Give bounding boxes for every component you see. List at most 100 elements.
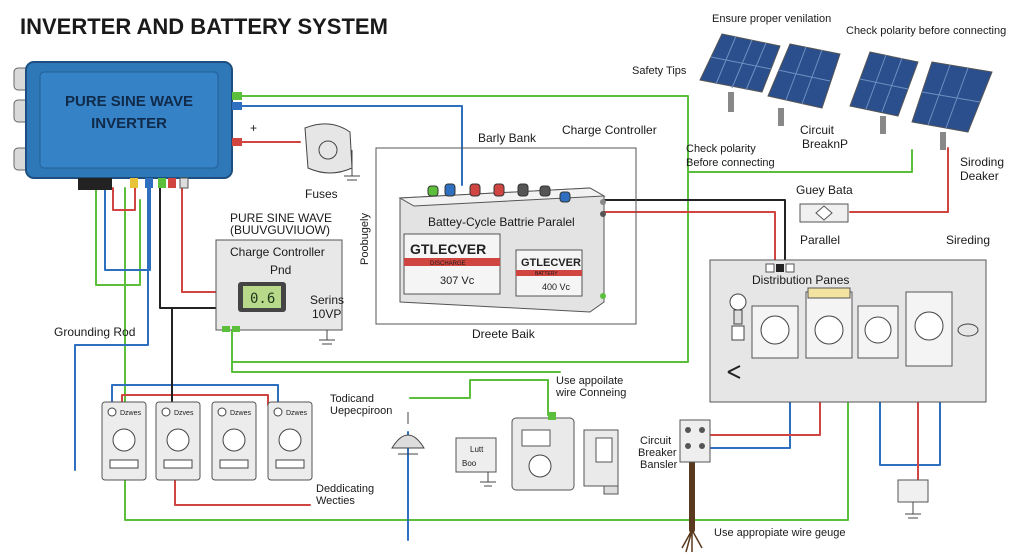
serins-line1: Serins — [310, 293, 344, 307]
outlet-4-label: Dzwes — [286, 410, 308, 417]
poobugely-label: Poobugely — [359, 213, 371, 265]
dedicating-line1: Deddicating — [316, 483, 374, 495]
distribution-panes-label: Distribution Panes — [752, 273, 849, 287]
green-wire-cc — [231, 329, 561, 373]
cc-lcd-readout: 0.6 — [250, 291, 275, 307]
use-appropriate-bottom-label: Use appropiate wire geuge — [714, 527, 845, 539]
circuit-breaker-top-line1: Circuit — [800, 123, 835, 137]
charge-controller-top-label: Charge Controller — [562, 123, 657, 137]
blue-wire-ground — [74, 187, 149, 471]
page-title: INVERTER AND BATTERY SYSTEM — [20, 14, 388, 39]
grounding-rod-label: Grounding Rod — [54, 325, 135, 339]
cc-header-line2: (BUUVGUVIUOW) — [230, 223, 330, 237]
ventilation-label: Ensure proper venilation — [712, 13, 831, 25]
inverter-label-line1: PURE SINE WAVE — [65, 93, 193, 110]
charge-controller: PURE SINE WAVE (BUUVGUVIUOW) Charge Cont… — [215, 211, 343, 332]
red-wire-outlets — [121, 394, 269, 406]
battery-2-brand: GTLECVER — [521, 257, 581, 269]
blue-wire-outlets — [111, 384, 279, 406]
battery-1: GTLECVER DISCHARGE 307 Vc — [403, 233, 501, 295]
battery-bank: Battey-Cycle Battrie Paralel GTLECVER DI… — [398, 183, 606, 313]
red-wire-cc — [181, 187, 217, 293]
guey-bata-label: Guey Bata — [796, 183, 853, 197]
fuses-label: Fuses — [305, 187, 338, 201]
sirding-dealer-line2: Deaker — [960, 169, 999, 183]
light-fixture — [391, 412, 425, 455]
inverter-plus-terminal: + — [250, 121, 257, 135]
red-wire-bottom — [174, 479, 311, 506]
outlets-left: Dzwes Dzves Dzwes Dzwes — [101, 401, 313, 481]
red-wire-left — [112, 187, 136, 211]
inverter-label-line2: INVERTER — [91, 115, 167, 132]
green-wire-bottom — [124, 187, 849, 521]
sirding-dealer-line1: Siroding — [960, 155, 1004, 169]
polarity-mid-line2: Before connecting — [686, 157, 775, 169]
blue-wire-top — [231, 105, 463, 186]
cc-label: Charge Controller — [230, 245, 325, 259]
green-wire-left — [95, 187, 141, 286]
battery-2-sub: BATTERY — [535, 271, 558, 277]
outlet-4: Dzwes — [267, 401, 313, 481]
todicand-line2: Uepecpiroon — [330, 405, 392, 417]
green-wire-meter — [409, 379, 549, 416]
meter-device — [511, 412, 575, 491]
outlet-2-label: Dzves — [174, 410, 194, 417]
parallel-label: Parallel — [800, 233, 840, 247]
outlet-1-label: Dzwes — [120, 410, 142, 417]
solar-panel-2 — [767, 43, 841, 126]
inverter: PURE SINE WAVE INVERTER + — [13, 61, 257, 190]
outlet-3: Dzwes — [211, 401, 257, 481]
panel-outlet-4 — [905, 291, 953, 367]
dreete-baik-label: Dreete Baik — [472, 327, 536, 341]
outlet-2: Dzves — [155, 401, 201, 481]
arrow-left-icon — [727, 365, 741, 379]
polarity-mid-line1: Check polarity — [686, 143, 756, 155]
panel-outlet-3 — [857, 305, 899, 359]
bulb-icon — [729, 293, 747, 341]
fuses: Fuses — [304, 123, 360, 201]
cc-ground-symbol — [319, 330, 335, 345]
serins-line2: 10VP — [312, 307, 341, 321]
circuit-breaker-bottom-line3: Bansler — [640, 459, 678, 471]
battery-1-brand: GTLECVER — [410, 241, 486, 257]
solar-panel-3 — [849, 51, 919, 134]
black-wire-battery — [601, 199, 786, 269]
use-appropriate-top-line2: wire Conneing — [555, 387, 626, 399]
red-wire-sirding — [849, 147, 949, 213]
breaker-terminal — [679, 419, 711, 553]
outlet-1: Dzwes — [101, 401, 147, 481]
safety-tips-label: Safety Tips — [632, 65, 687, 77]
cc-header-line1: PURE SINE WAVE — [230, 211, 332, 225]
meter-box-line2: Boo — [462, 459, 477, 468]
panel-outlet-1 — [751, 305, 799, 359]
green-wire-right — [687, 149, 913, 173]
meter-box: Lutt Boo — [455, 437, 497, 487]
panel-outlet-2 — [805, 287, 853, 359]
circuit-breaker-bottom-line2: Breaker — [638, 447, 677, 459]
terminal-block — [897, 479, 929, 519]
todicand-line1: Todicand — [330, 393, 374, 405]
solar-panels — [699, 33, 993, 150]
battery-bank-frame — [375, 147, 637, 325]
cc-pnd-label: Pnd — [270, 263, 291, 277]
battery-title-label: Battey-Cycle Battrie Paralel — [428, 215, 575, 229]
circuit-breaker-bottom-line1: Circuit — [640, 435, 671, 447]
battery-2: GTLECVER BATTERY 400 Vc — [515, 249, 583, 297]
blue-wire-left — [104, 187, 151, 271]
battery-2-volt: 400 Vc — [542, 282, 571, 292]
blue-wire-right — [879, 361, 941, 466]
use-appropriate-top-line1: Use appoilate — [556, 375, 623, 387]
polarity-top-label: Check polarity before connecting — [846, 25, 1006, 37]
meter-box-line1: Lutt — [470, 445, 484, 454]
guey-bata-device — [799, 203, 849, 223]
barly-bank-label: Barly Bank — [478, 131, 537, 145]
solar-panel-4 — [911, 61, 993, 150]
outlet-3-label: Dzwes — [230, 410, 252, 417]
solar-panel-1 — [699, 33, 781, 112]
circuit-breaker-top-line2: BreaknP — [802, 137, 848, 151]
sireding-label: Sireding — [946, 233, 990, 247]
dedicating-line2: Wecties — [316, 495, 355, 507]
black-wire-cc — [159, 187, 217, 309]
